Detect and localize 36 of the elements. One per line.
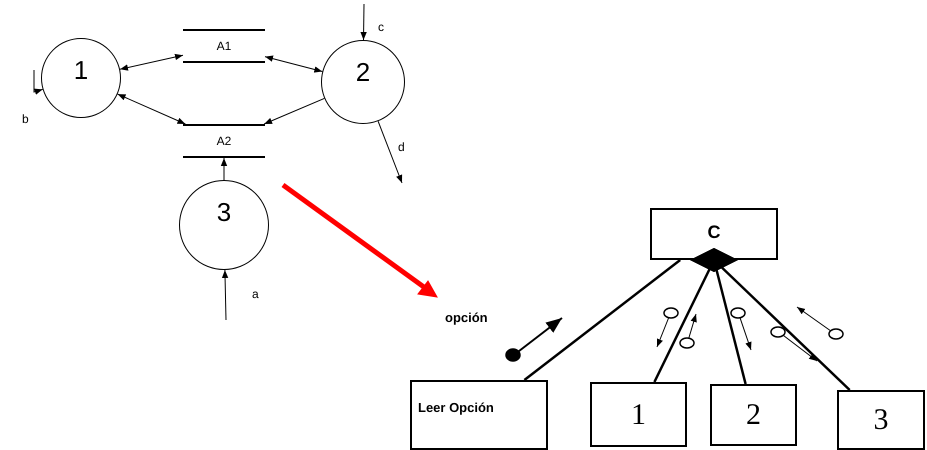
arrow: [120, 54, 184, 71]
node-label: 2: [356, 57, 370, 88]
arrow: [378, 120, 402, 184]
node-label: 2: [746, 398, 761, 432]
node-label: 1: [631, 398, 646, 432]
couple-label: opción: [445, 310, 488, 325]
arrow: [264, 98, 325, 124]
module-box: [650, 208, 778, 260]
node-label: 1: [74, 55, 88, 86]
edge-label: a: [252, 287, 259, 301]
arrow: [360, 4, 367, 40]
data-store: [183, 29, 265, 63]
arrow: [222, 270, 228, 320]
module-box: [590, 382, 687, 447]
module-box: [410, 380, 548, 450]
node-label: Leer Opción: [418, 400, 494, 415]
process-circle: [41, 38, 121, 118]
edge-label: b: [22, 112, 29, 126]
edge-label: c: [378, 20, 384, 34]
connector: [524, 259, 681, 381]
edge-label: d: [398, 140, 405, 154]
process-circle: [179, 180, 269, 270]
module-box: [710, 384, 797, 446]
arrow: [220, 158, 228, 180]
data-store: [183, 124, 265, 158]
arrow: [264, 56, 323, 73]
process-circle: [321, 40, 405, 124]
node-label: 3: [874, 403, 888, 437]
node-label: A1: [216, 39, 232, 53]
arrow: [34, 70, 44, 95]
node-label: C: [708, 222, 720, 243]
connector: [690, 248, 851, 391]
node-label: 3: [216, 197, 232, 228]
module-box: [837, 390, 925, 450]
arrow: [117, 94, 186, 124]
node-label: A2: [216, 134, 232, 148]
